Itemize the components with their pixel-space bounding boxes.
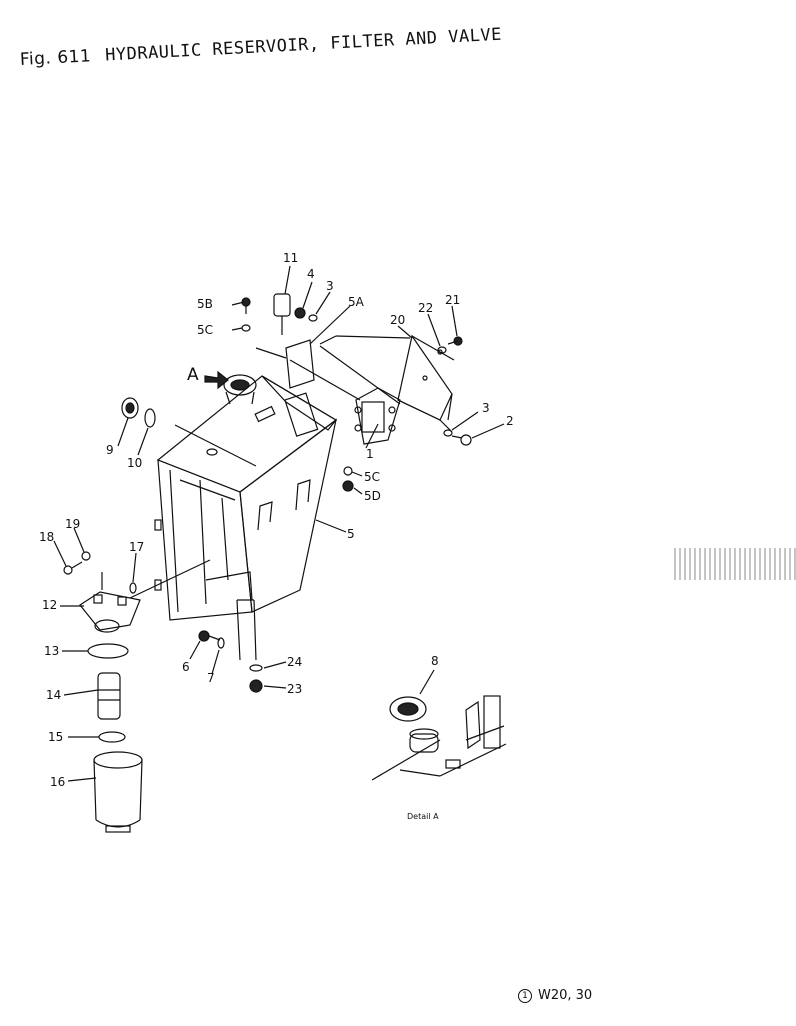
bolt-21 <box>447 336 463 346</box>
washer-5c <box>343 466 353 476</box>
label-11: 11 <box>283 251 298 265</box>
washer-7 <box>217 637 225 649</box>
label-5a: 5A <box>348 295 365 309</box>
bolt-5b <box>241 297 251 314</box>
filter-case-16 <box>93 751 143 833</box>
label-10: 10 <box>127 456 142 470</box>
filter-head-12 <box>79 559 211 633</box>
label-16: 16 <box>50 775 65 789</box>
model-code-text: W20, 30 <box>538 988 593 1003</box>
bolt-2 <box>451 434 472 446</box>
label-18: 18 <box>39 530 54 544</box>
nut-5d <box>342 480 354 492</box>
label-19: 19 <box>65 517 80 531</box>
o-ring-15 <box>98 731 126 743</box>
o-ring-17 <box>129 582 137 594</box>
plug-23 <box>249 679 263 693</box>
scan-artifact <box>674 548 796 580</box>
label-3-right: 3 <box>482 401 490 415</box>
nut-4 <box>294 307 306 319</box>
label-8: 8 <box>431 654 439 668</box>
washer-22 <box>437 346 447 354</box>
detail-a-caption: Detail A <box>407 812 439 821</box>
plate-5a <box>255 339 315 389</box>
label-15: 15 <box>48 730 63 744</box>
label-7: 7 <box>207 671 215 685</box>
label-22: 22 <box>418 301 433 315</box>
label-12: 12 <box>42 598 57 612</box>
washer-3-top <box>308 314 318 322</box>
label-5c: 5C <box>364 470 380 484</box>
label-3-top: 3 <box>326 279 334 293</box>
label-1: 1 <box>366 447 374 461</box>
detail-a-drawing <box>371 695 507 781</box>
o-ring-13 <box>87 643 129 659</box>
leader-lines <box>53 265 505 782</box>
breather-11 <box>273 293 291 335</box>
label-4: 4 <box>307 267 315 281</box>
valve-assembly <box>289 345 401 445</box>
label-24: 24 <box>287 655 302 669</box>
valve-bracket <box>319 334 455 433</box>
washer-3-right <box>443 429 453 437</box>
cap-9 <box>121 397 139 419</box>
label-20: 20 <box>390 313 405 327</box>
label-2: 2 <box>506 414 514 428</box>
part-labels: 11 4 3 5B 5C 5A 20 22 21 3 2 1 5C 5D 5 A… <box>39 251 514 821</box>
label-5b: 5B <box>197 297 213 311</box>
washer-19 <box>81 551 91 561</box>
o-ring-24 <box>249 664 263 672</box>
washer-5c-top <box>241 324 251 332</box>
label-5d: 5D <box>364 489 381 503</box>
view-a-arrow <box>204 370 229 390</box>
label-21: 21 <box>445 293 460 307</box>
bolt-6 <box>198 630 221 642</box>
label-23: 23 <box>287 682 302 696</box>
label-14: 14 <box>46 688 61 702</box>
label-5c-top: 5C <box>197 323 213 337</box>
o-ring-10 <box>144 408 156 428</box>
label-13: 13 <box>44 644 59 658</box>
filler-cap <box>223 374 257 405</box>
bolt-18 <box>63 561 83 575</box>
circled-number: 1 <box>518 988 532 1003</box>
model-code: 1 W20, 30 <box>518 988 592 1003</box>
label-6: 6 <box>182 660 190 674</box>
reservoir-tank <box>154 375 338 661</box>
label-17: 17 <box>129 540 144 554</box>
label-view-a: A <box>187 365 199 385</box>
label-5: 5 <box>347 527 355 541</box>
label-9: 9 <box>106 443 114 457</box>
element-14 <box>97 672 121 720</box>
